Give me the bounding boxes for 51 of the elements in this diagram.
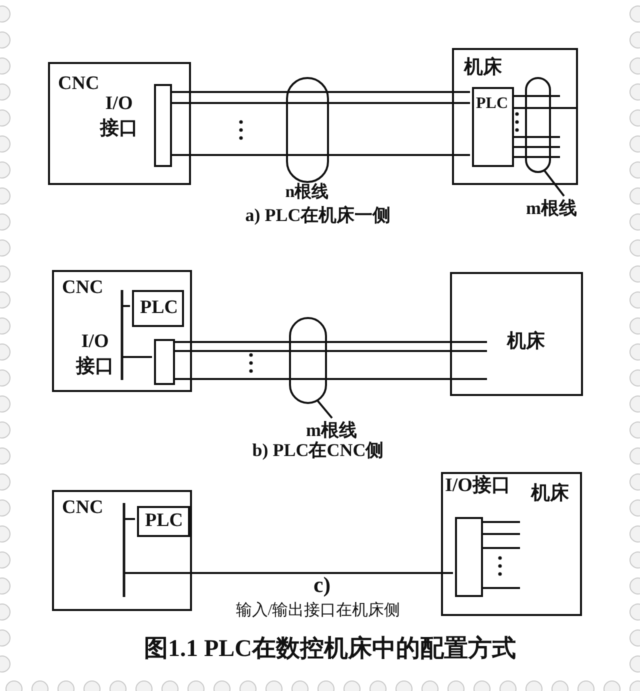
box-heading: CNC	[62, 498, 104, 519]
wire	[481, 533, 520, 535]
port-bar	[455, 517, 483, 597]
wire	[121, 305, 152, 358]
device-box	[48, 62, 191, 185]
wire	[170, 102, 470, 104]
device-box	[52, 270, 192, 392]
box-heading: 机床	[531, 484, 569, 505]
plc-label: PLC	[476, 95, 508, 113]
plc-label: PLC	[145, 511, 183, 532]
wire	[481, 547, 520, 549]
plc-box	[132, 290, 184, 327]
box-heading: CNC	[62, 278, 104, 299]
plc-box	[137, 506, 190, 537]
panel-label: 输入/输出接口在机床侧	[236, 602, 400, 620]
bundle-label: m根线	[526, 196, 598, 220]
box-heading: CNC	[58, 74, 100, 95]
device-box	[441, 472, 582, 616]
wire	[512, 95, 560, 97]
panel-label: b) PLC在CNC侧	[252, 441, 384, 461]
wire	[173, 350, 487, 352]
panel-label: a) PLC在机床一侧	[245, 206, 391, 226]
side-label: I/O接口	[445, 476, 510, 497]
panel-label: I/O接口	[76, 330, 114, 379]
wire	[173, 378, 487, 380]
wire	[512, 107, 578, 109]
wire	[481, 521, 520, 523]
plc-box	[472, 87, 514, 167]
plc-label: PLC	[140, 298, 178, 319]
wire	[512, 156, 560, 158]
leader-line	[316, 399, 333, 419]
device-box	[452, 48, 578, 185]
panel-label: c)	[313, 573, 331, 598]
wire	[170, 91, 470, 93]
wire	[173, 341, 487, 343]
wire	[170, 154, 470, 156]
device-box	[52, 490, 192, 611]
leader-line	[543, 169, 565, 197]
device-box	[450, 272, 583, 396]
port-bar	[154, 339, 175, 385]
wire	[512, 136, 560, 138]
panel-label: n根线	[285, 183, 329, 202]
bundle-label: m根线	[306, 418, 378, 442]
side-label: I/O接口	[100, 92, 138, 141]
wire	[123, 518, 453, 574]
box-heading: 机床	[464, 58, 502, 79]
wire	[481, 587, 520, 589]
wire	[512, 146, 560, 148]
port-bar	[154, 84, 172, 167]
figure-caption: 图1.1 PLC在数控机床中的配置方式	[144, 636, 516, 662]
box-heading: 机床	[507, 332, 545, 353]
